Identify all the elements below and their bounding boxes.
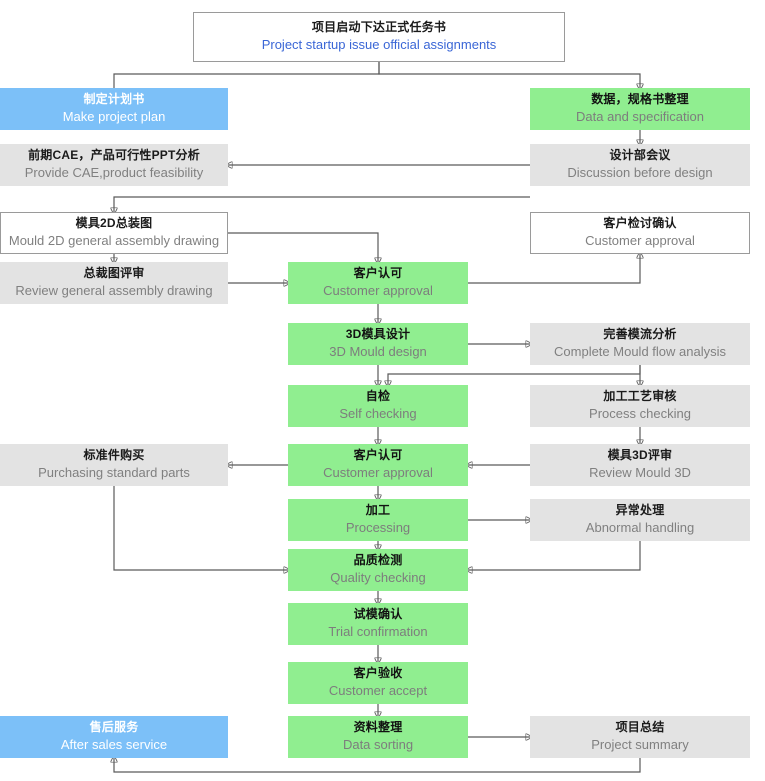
node-review-general-assembly[interactable]: 总裁图评审 Review general assembly drawing (0, 262, 228, 304)
node-label-en: After sales service (60, 737, 168, 753)
node-discussion-before-design[interactable]: 设计部会议 Discussion before design (530, 144, 750, 186)
node-provide-cae[interactable]: 前期CAE，产品可行性PPT分析 Provide CAE,product feas… (0, 144, 228, 186)
node-processing[interactable]: 加工 Processing (288, 499, 468, 541)
node-label-cn: 资料整理 (353, 720, 403, 735)
node-label-en: Trial confirmation (328, 624, 428, 640)
node-process-checking[interactable]: 加工工艺审核 Process checking (530, 385, 750, 427)
node-project-summary[interactable]: 项目总结 Project summary (530, 716, 750, 758)
connector-summary-to-aftersales (114, 758, 641, 773)
node-label-cn: 完善模流分析 (603, 327, 677, 342)
node-label-en: Processing (345, 520, 411, 536)
node-label-en: Customer approval (323, 283, 433, 299)
node-label-cn: 自检 (365, 389, 391, 404)
node-label-cn: 客户认可 (353, 266, 403, 281)
node-complete-mould-flow[interactable]: 完善模流分析 Complete Mould flow analysis (530, 323, 750, 365)
node-abnormal-handling[interactable]: 异常处理 Abnormal handling (530, 499, 750, 541)
connector-startup-to-plan (113, 62, 380, 88)
node-label-en: Complete Mould flow analysis (554, 344, 726, 360)
node-label-cn: 前期CAE，产品可行性PPT分析 (28, 148, 200, 163)
node-label-en: Review Mould 3D (589, 465, 691, 481)
node-customer-approval-2[interactable]: 客户认可 Customer approval (288, 444, 468, 486)
node-label-en: Data and specification (576, 109, 704, 125)
node-label-cn: 标准件购买 (83, 448, 145, 463)
node-data-and-specification[interactable]: 数据，规格书整理 Data and specification (530, 88, 750, 130)
node-label-en: Customer approval (585, 233, 695, 249)
node-data-sorting[interactable]: 资料整理 Data sorting (288, 716, 468, 758)
node-label-cn: 总裁图评审 (83, 266, 145, 281)
node-label-cn: 加工工艺审核 (603, 389, 677, 404)
node-label-cn: 客户检讨确认 (603, 216, 677, 231)
node-label-cn: 品质检测 (353, 553, 403, 568)
node-self-checking[interactable]: 自检 Self checking (288, 385, 468, 427)
connector-approval1-to-custapp2d (468, 254, 640, 284)
node-label-cn: 客户验收 (353, 666, 403, 681)
node-label-en: Quality checking (330, 570, 426, 586)
connector-abnormal-to-quality (468, 541, 641, 570)
node-label-en: Self checking (339, 406, 417, 422)
node-label-cn: 试模确认 (353, 607, 403, 622)
node-label-cn: 项目总结 (615, 720, 665, 735)
node-customer-approval-1[interactable]: 客户认可 Customer approval (288, 262, 468, 304)
node-label-cn: 设计部会议 (609, 148, 671, 163)
node-review-mould-3d[interactable]: 模具3D评审 Review Mould 3D (530, 444, 750, 486)
node-label-cn: 加工 (365, 503, 391, 518)
connector-flow-to-self (388, 365, 641, 385)
node-label-en: Project startup issue official assignmen… (261, 37, 497, 53)
node-label-en: Abnormal handling (585, 520, 695, 536)
node-mould-3d-design[interactable]: 3D模具设计 3D Mould design (288, 323, 468, 365)
node-label-cn: 客户认可 (353, 448, 403, 463)
node-make-project-plan[interactable]: 制定计划书 Make project plan (0, 88, 228, 130)
node-purchasing-standard-parts[interactable]: 标准件购买 Purchasing standard parts (0, 444, 228, 486)
connector-startup-to-data (378, 62, 640, 88)
node-label-en: Purchasing standard parts (38, 465, 190, 481)
node-after-sales-service[interactable]: 售后服务 After sales service (0, 716, 228, 758)
connector-discussion-to-2d (114, 196, 530, 212)
node-label-en: Data sorting (342, 737, 414, 753)
node-label-cn: 模具3D评审 (607, 448, 673, 463)
node-label-cn: 异常处理 (615, 503, 665, 518)
node-quality-checking[interactable]: 品质检测 Quality checking (288, 549, 468, 591)
connector-purchase-to-quality (113, 486, 288, 570)
node-label-en: Make project plan (62, 109, 166, 125)
node-label-en: 3D Mould design (329, 344, 427, 360)
node-label-cn: 制定计划书 (83, 92, 145, 107)
node-label-cn: 数据，规格书整理 (591, 92, 689, 107)
node-label-en: Review general assembly drawing (15, 283, 213, 299)
node-label-en: Customer accept (328, 683, 428, 699)
node-label-cn: 模具2D总装图 (75, 216, 153, 231)
node-mould-2d-assembly[interactable]: 模具2D总装图 Mould 2D general assembly drawing (0, 212, 228, 254)
node-label-cn: 3D模具设计 (345, 327, 411, 342)
connector-2d-to-approval1 (228, 232, 378, 262)
node-project-startup[interactable]: 项目启动下达正式任务书 Project startup issue officia… (193, 12, 565, 62)
node-trial-confirmation[interactable]: 试模确认 Trial confirmation (288, 603, 468, 645)
node-label-en: Provide CAE,product feasibility (24, 165, 204, 181)
node-label-en: Mould 2D general assembly drawing (8, 233, 220, 249)
node-label-cn: 售后服务 (89, 720, 139, 735)
node-label-en: Project summary (591, 737, 689, 753)
node-label-en: Process checking (589, 406, 691, 422)
node-customer-accept[interactable]: 客户验收 Customer accept (288, 662, 468, 704)
node-customer-approval-2d[interactable]: 客户检讨确认 Customer approval (530, 212, 750, 254)
node-label-en: Discussion before design (567, 165, 713, 181)
node-label-cn: 项目启动下达正式任务书 (311, 20, 447, 35)
node-label-en: Customer approval (323, 465, 433, 481)
